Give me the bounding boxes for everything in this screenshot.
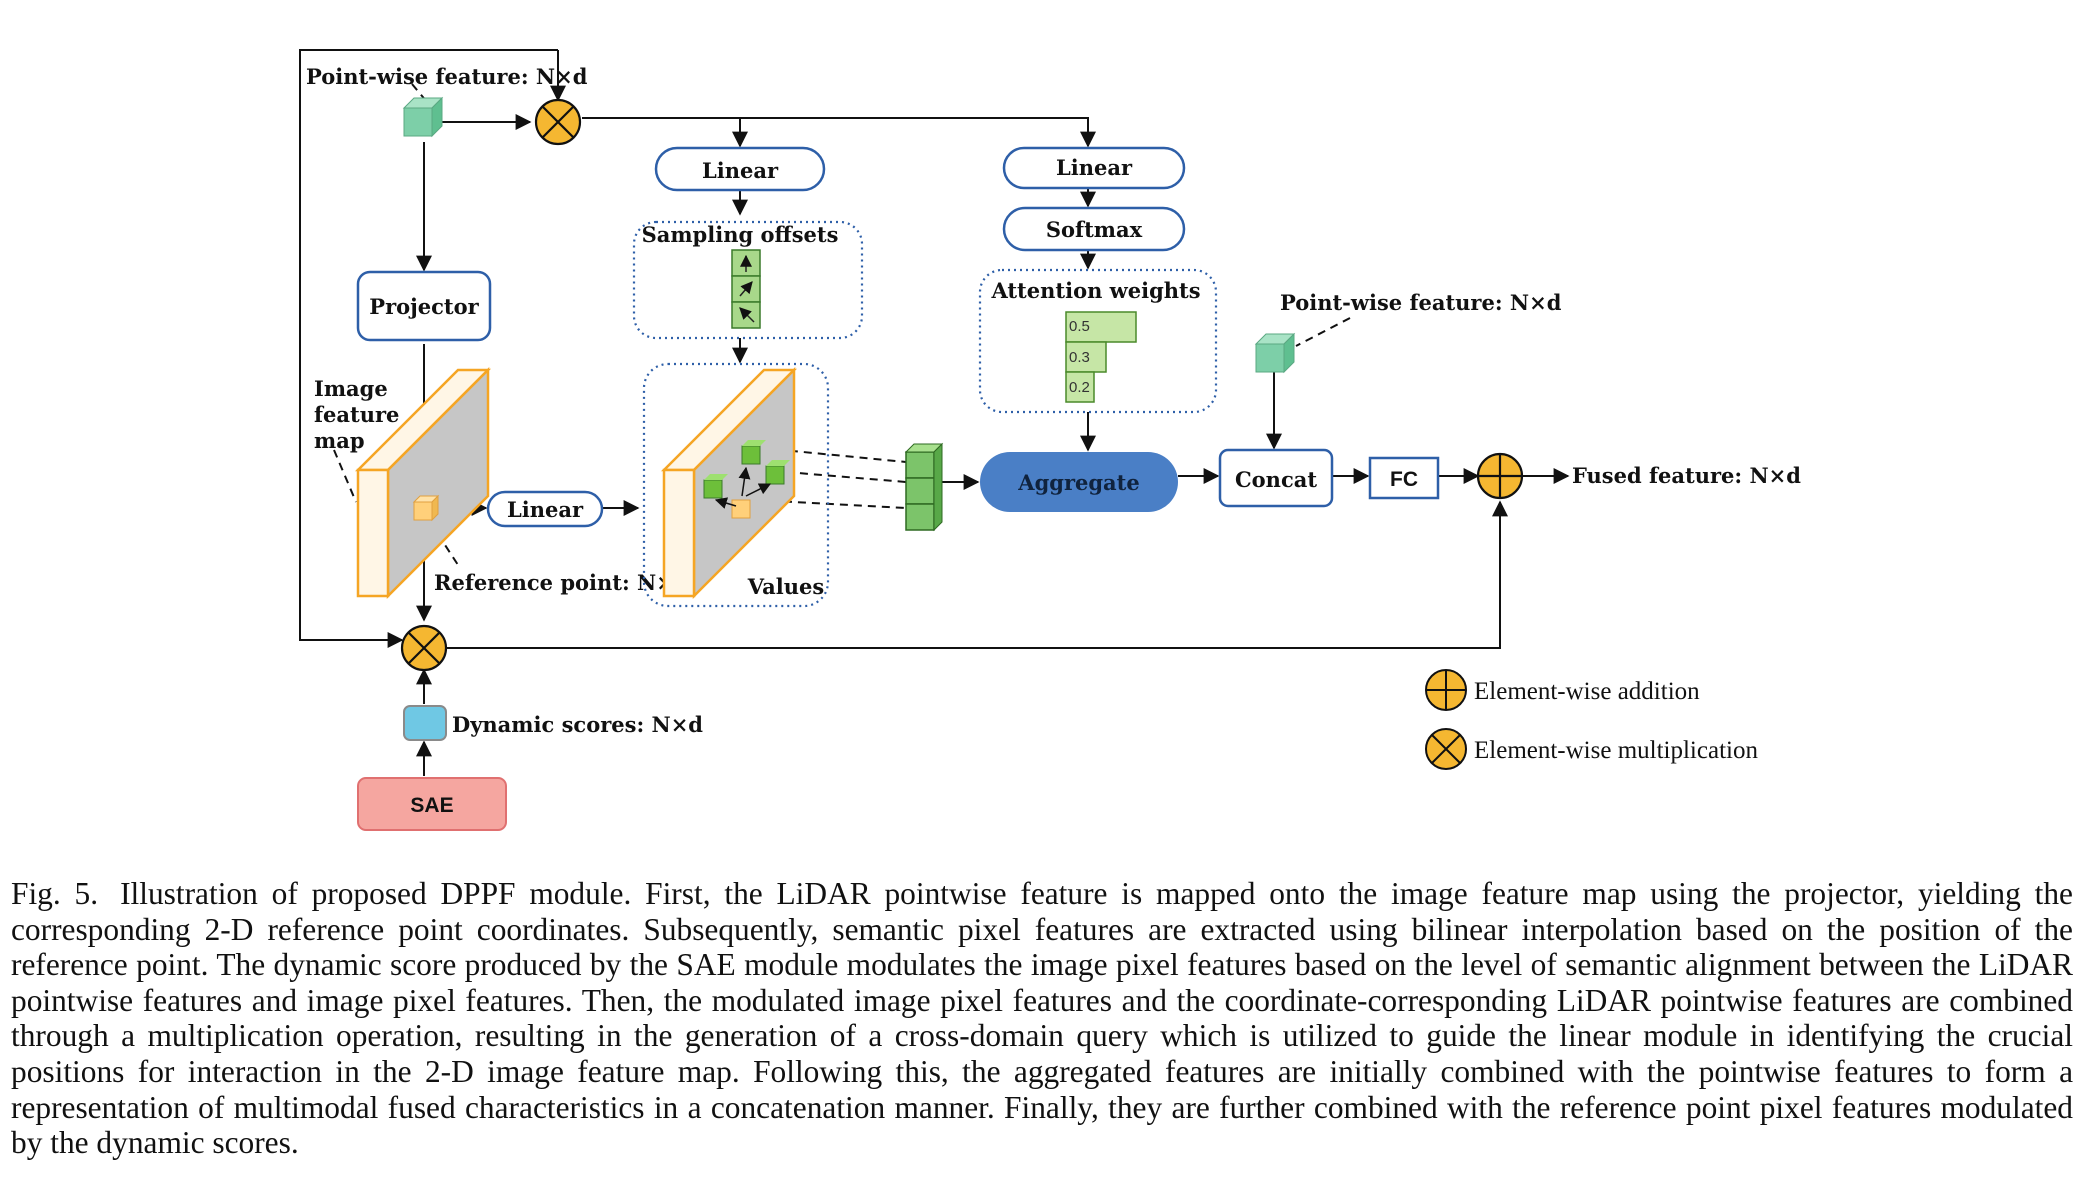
multiply-op-bottom xyxy=(400,624,448,672)
softmax-label: Softmax xyxy=(1046,217,1143,242)
weight-bar-1 xyxy=(1065,311,1137,343)
map-pointer xyxy=(333,449,357,503)
reference-point-label: Reference point: N×d xyxy=(434,570,689,595)
concat-label: Concat xyxy=(1235,467,1317,492)
add-op xyxy=(1476,452,1524,500)
fused-feature-label: Fused feature: N×d xyxy=(1572,463,1801,488)
weight-bar-3 xyxy=(1065,371,1095,403)
image-feature-map-label-1: Image xyxy=(314,376,388,401)
fc-label: FC xyxy=(1390,468,1418,491)
sampling-offsets-box: Sampling offsets xyxy=(632,220,864,340)
image-feature-map-label-2: feature xyxy=(314,402,399,427)
legend-addition-label: Element-wise addition xyxy=(1474,678,1700,705)
value-column xyxy=(904,442,944,532)
sae-label: SAE xyxy=(410,794,453,817)
linear-left-label: Linear xyxy=(507,497,584,522)
linear-right-label: Linear xyxy=(1056,155,1133,180)
linear-mid-label: Linear xyxy=(702,158,779,183)
weight-value-1: 0.5 xyxy=(1069,318,1090,335)
offset-cells xyxy=(731,249,761,329)
pointwise-pointer xyxy=(411,83,433,109)
sae-box: SAE xyxy=(357,777,507,831)
multiply-op-top xyxy=(534,98,582,146)
legend-multiplication-label: Element-wise multiplication xyxy=(1474,737,1758,764)
pointwise-right-label: Point-wise feature: N×d xyxy=(1280,290,1562,315)
pointwise-right-pointer xyxy=(1295,317,1351,347)
aggregate-node: Aggregate xyxy=(980,452,1178,512)
legend: Element-wise addition Element-wise multi… xyxy=(1425,669,1758,770)
weight-value-3: 0.2 xyxy=(1069,379,1090,396)
linear-right-box: Linear xyxy=(1002,146,1186,190)
legend-multiplication-icon xyxy=(1425,728,1467,770)
sample-dash-3 xyxy=(755,499,907,509)
pointwise-top-label: Point-wise feature: N×d xyxy=(306,64,588,89)
linear-left-box: Linear xyxy=(486,490,604,528)
reference-point-cube xyxy=(412,494,440,522)
caption-figure-number: Fig. 5. xyxy=(11,876,99,911)
mult-to-linear-right-arrow xyxy=(582,117,1096,148)
image-feature-map xyxy=(354,366,492,600)
attention-weights-box: Attention weights 0.5 0.3 0.2 xyxy=(978,268,1218,414)
values-label: Values xyxy=(747,574,824,599)
values-box: Values xyxy=(642,362,830,608)
sample-dash-2 xyxy=(785,471,907,483)
image-feature-map-label-3: map xyxy=(314,428,365,453)
weight-value-2: 0.3 xyxy=(1069,349,1090,366)
attention-weights-label: Attention weights xyxy=(990,278,1200,303)
caption-text: Illustration of proposed DPPF module. Fi… xyxy=(11,876,2073,1161)
legend-addition-icon xyxy=(1425,669,1467,711)
sample-cubes xyxy=(703,440,790,519)
pointwise-cube-top xyxy=(402,96,444,138)
linear-mid-box: Linear xyxy=(654,146,826,192)
mult-to-add-arrow xyxy=(446,500,1508,649)
figure-caption: Fig. 5.Illustration of proposed DPPF mod… xyxy=(11,876,2073,1161)
aggregate-label: Aggregate xyxy=(1017,470,1139,495)
ref-pointer xyxy=(429,521,461,569)
dppf-diagram: Point-wise feature: N×d Projector Image … xyxy=(299,49,1801,831)
sampling-offsets-label: Sampling offsets xyxy=(642,222,839,247)
fc-box: FC xyxy=(1368,456,1440,500)
projector-box: Projector xyxy=(356,270,492,342)
dynamic-scores-label: Dynamic scores: N×d xyxy=(452,712,703,737)
sample-dash-1 xyxy=(761,447,907,463)
concat-box: Concat xyxy=(1218,448,1334,508)
softmax-box: Softmax xyxy=(1002,206,1186,252)
pointwise-cube-right xyxy=(1254,332,1296,374)
dynamic-scores-block xyxy=(403,705,447,741)
loop-left-arrow xyxy=(299,49,558,648)
projector-label: Projector xyxy=(369,294,479,319)
